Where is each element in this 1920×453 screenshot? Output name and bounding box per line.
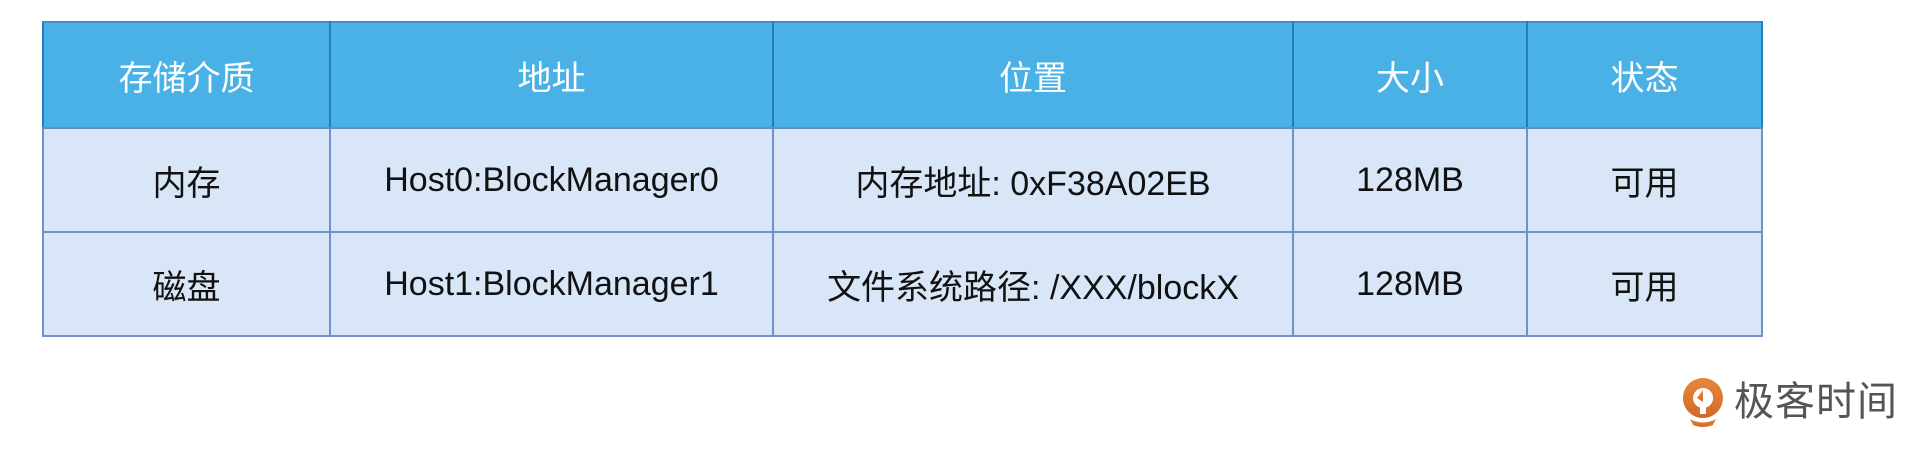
table-header: 存储介质 地址 位置 大小 状态 (42, 21, 1763, 129)
cell-location: 文件系统路径: /XXX/blockX (772, 231, 1294, 337)
cell-size: 128MB (1292, 127, 1528, 233)
header-size: 大小 (1292, 21, 1528, 129)
logo-text: 极客时间 (1734, 379, 1898, 425)
cell-address: Host0:BlockManager0 (329, 127, 774, 233)
header-address: 地址 (329, 21, 774, 129)
geektime-logo-icon (1682, 378, 1723, 427)
header-row: 存储介质 地址 位置 大小 状态 (42, 21, 1763, 129)
cell-status: 可用 (1526, 231, 1763, 337)
cell-address: Host1:BlockManager1 (329, 231, 774, 337)
geektime-logo: 极客时间 (1680, 376, 1898, 428)
header-status: 状态 (1526, 21, 1763, 129)
table-body: 内存 Host0:BlockManager0 内存地址: 0xF38A02EB … (42, 127, 1763, 337)
storage-table: 存储介质 地址 位置 大小 状态 内存 Host0:BlockManager0 … (42, 21, 1763, 337)
header-storage-medium: 存储介质 (42, 21, 331, 129)
table-row: 内存 Host0:BlockManager0 内存地址: 0xF38A02EB … (42, 127, 1763, 233)
cell-location: 内存地址: 0xF38A02EB (772, 127, 1294, 233)
header-location: 位置 (772, 21, 1294, 129)
cell-storage-medium: 内存 (42, 127, 331, 233)
cell-size: 128MB (1292, 231, 1528, 337)
cell-status: 可用 (1526, 127, 1763, 233)
table-row: 磁盘 Host1:BlockManager1 文件系统路径: /XXX/bloc… (42, 231, 1763, 337)
cell-storage-medium: 磁盘 (42, 231, 331, 337)
